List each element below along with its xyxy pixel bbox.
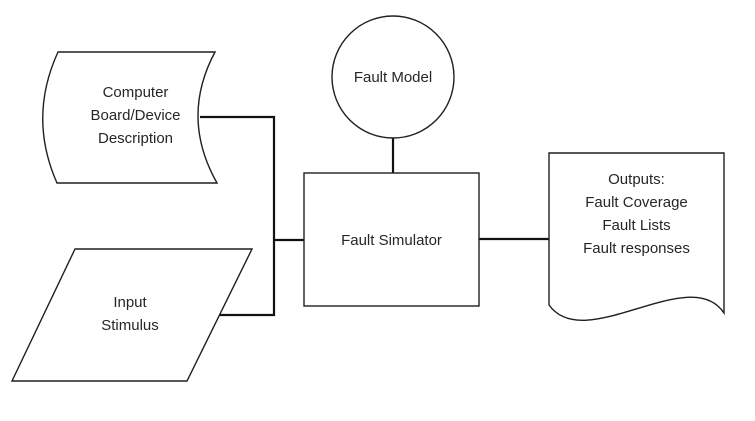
- board-description-line: Board/Device: [90, 107, 181, 124]
- input-stimulus-shape: [10, 248, 254, 382]
- fault-simulator-label: Fault Simulator: [341, 232, 442, 249]
- input-stimulus-line: Input: [113, 294, 147, 311]
- input-stimulus-line: Stimulus: [101, 317, 159, 334]
- outputs-label: Outputs: Fault Coverage Fault Lists Faul…: [549, 168, 724, 260]
- input-stimulus-label: Input Stimulus: [45, 291, 215, 337]
- fault-model-label: Fault Model: [353, 69, 433, 86]
- connector-board-and-stimulus-to-junction: [200, 115, 276, 317]
- outputs-line: Fault Coverage: [585, 194, 688, 211]
- fault-model-shape: [331, 15, 455, 139]
- outputs-shape: [548, 152, 725, 321]
- board-description-line: Computer: [102, 84, 169, 101]
- fault-simulator-shape: [303, 172, 480, 307]
- outputs-line: Fault Lists: [602, 217, 671, 234]
- board-description-label: Computer Board/Device Description: [48, 81, 223, 150]
- board-description-shape: [42, 51, 219, 184]
- outputs-line: Outputs:: [608, 171, 665, 188]
- board-description-line: Description: [97, 130, 174, 147]
- outputs-line: Fault responses: [583, 240, 690, 257]
